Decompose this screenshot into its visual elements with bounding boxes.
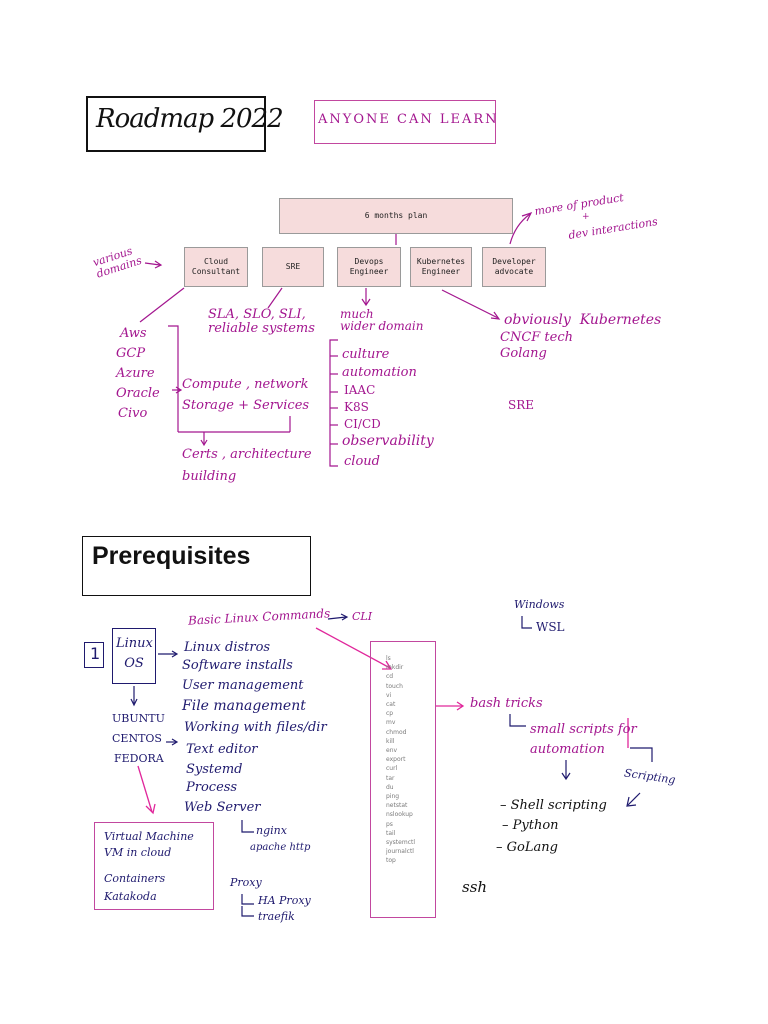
note-golang: Golang <box>500 346 547 361</box>
prereq-title: Prerequisites <box>92 542 251 570</box>
topic-working-files: Working with files/dir <box>184 720 327 735</box>
tagline: ANYONE CAN LEARN <box>318 112 499 127</box>
topic-process: Process <box>186 780 238 795</box>
lang-shell: – Shell scripting <box>500 798 607 813</box>
webserver-nginx: nginx <box>256 824 287 837</box>
proxy-traefik: traefik <box>258 910 295 923</box>
command-item: mkdir <box>386 664 404 672</box>
command-item: kill <box>386 737 395 745</box>
note-sla: SLA, SLO, SLI, reliable systems <box>208 307 315 336</box>
cloud-azure: Azure <box>116 366 155 381</box>
note-plus: + <box>582 212 590 222</box>
proxy-label: Proxy <box>230 876 262 889</box>
note-compute: Compute , network Storage + Services <box>182 377 310 413</box>
command-item: du <box>386 783 394 791</box>
devops-observability: observability <box>342 433 434 449</box>
command-item: mv <box>386 719 396 727</box>
vm-katakoda: Katakoda <box>104 890 157 903</box>
cloud-aws: Aws <box>120 326 147 341</box>
wsl-label: WSL <box>536 620 565 634</box>
lang-golang: – GoLang <box>496 840 558 855</box>
commands-box <box>370 641 436 918</box>
lang-python-text: Python <box>512 818 559 833</box>
command-item: systemctl <box>386 839 416 847</box>
distro-ubuntu: UBUNTU <box>112 712 165 725</box>
command-item: netstat <box>386 802 408 810</box>
devops-automation: automation <box>342 365 417 380</box>
command-item: chmod <box>386 728 407 736</box>
vm-box <box>94 822 214 910</box>
vm-containers: Containers <box>104 872 166 885</box>
small-scripts: small scripts for automation <box>530 722 637 757</box>
page-title: Roadmap 2022 <box>96 104 284 134</box>
windows-label: Windows <box>514 598 565 611</box>
note-obviously: obviously Kubernetes <box>504 312 662 328</box>
distro-fedora: FEDORA <box>114 752 164 765</box>
role-developer-advocate: Developer advocate <box>482 247 546 287</box>
proxy-haproxy: HA Proxy <box>258 894 311 907</box>
command-item: ps <box>386 820 393 828</box>
command-item: ls <box>386 655 391 662</box>
plan-node: 6 months plan <box>279 198 513 234</box>
command-item: ping <box>386 793 400 801</box>
title-box <box>86 96 266 152</box>
devops-culture: culture <box>342 347 390 362</box>
distro-centos: CENTOS <box>112 732 162 745</box>
topic-user-management: User management <box>182 678 304 693</box>
ssh-label: ssh <box>462 878 488 896</box>
command-item: cat <box>386 701 396 709</box>
devops-k8s: K8S <box>344 400 369 414</box>
prereq-title-box <box>82 536 311 596</box>
command-item: cp <box>386 710 394 718</box>
command-item: vi <box>386 691 392 699</box>
command-item: nslookup <box>386 811 413 819</box>
command-item: export <box>386 756 406 764</box>
topic-software-installs: Software installs <box>182 658 293 673</box>
note-sre: SRE <box>508 398 535 412</box>
step-number: 1 <box>90 644 101 663</box>
command-item: curl <box>386 765 398 773</box>
cloud-civo: Civo <box>118 406 148 421</box>
cloud-gcp: GCP <box>116 346 146 361</box>
role-devops-engineer: Devops Engineer <box>337 247 401 287</box>
devops-iaac: IAAC <box>344 383 376 397</box>
tagline-box <box>314 100 496 144</box>
command-item: tail <box>386 829 396 837</box>
command-item: env <box>386 747 398 755</box>
command-item: top <box>386 857 396 865</box>
cloud-oracle: Oracle <box>116 386 160 401</box>
vm-virtual-machine: Virtual Machine <box>104 830 194 843</box>
command-item: tar <box>386 774 395 782</box>
note-certs: Certs , architecture building <box>182 447 312 484</box>
lang-python: – Python <box>502 818 559 833</box>
command-item: cd <box>386 673 394 681</box>
topic-systemd: Systemd <box>186 762 243 777</box>
role-cloud-consultant: Cloud Consultant <box>184 247 248 287</box>
webserver-apache: apache http <box>250 842 311 853</box>
linux-os: Linux OS <box>116 636 153 671</box>
topic-linux-distros: Linux distros <box>184 640 271 655</box>
cli-label: CLI <box>352 610 373 623</box>
step-box <box>84 642 104 668</box>
linux-box <box>112 628 156 684</box>
topic-web-server: Web Server <box>184 800 261 815</box>
vm-in-cloud: VM in cloud <box>104 846 172 859</box>
role-sre: SRE <box>262 247 324 287</box>
lang-golang-text: GoLang <box>506 840 558 855</box>
bash-tricks: bash tricks <box>470 696 543 711</box>
devops-cloud: cloud <box>344 454 380 469</box>
command-item: touch <box>386 682 403 690</box>
role-kubernetes-engineer: Kubernetes Engineer <box>410 247 472 287</box>
note-cncf: CNCF tech <box>500 330 573 345</box>
note-much-wider: much wider domain <box>340 307 424 333</box>
topic-text-editor: Text editor <box>186 742 258 757</box>
command-item: journalctl <box>386 848 414 856</box>
devops-cicd: CI/CD <box>344 417 381 431</box>
topic-file-management: File management <box>182 698 306 714</box>
lang-shell-text: Shell scripting <box>510 798 607 813</box>
